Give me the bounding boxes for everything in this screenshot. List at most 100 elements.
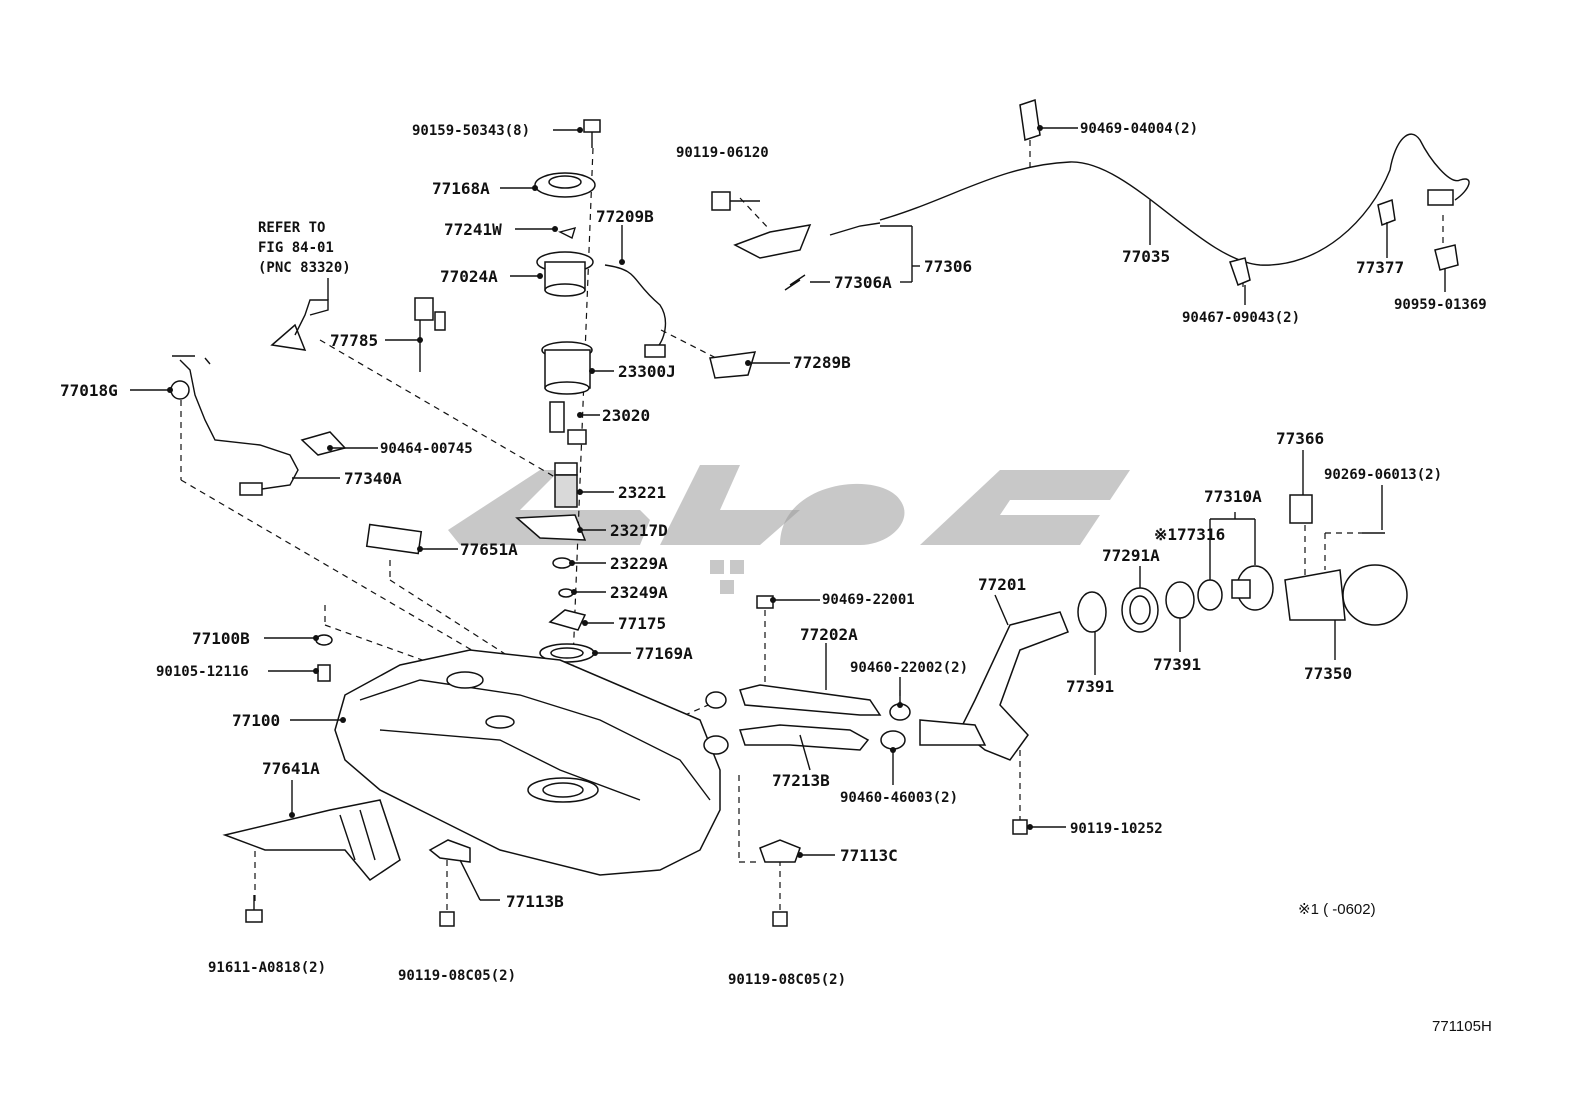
ring-77168A [534,172,596,198]
lid-77350 [1284,564,1408,626]
part-77366 [1289,494,1313,524]
footnote: ※1 ( -0602) [1298,901,1376,918]
bolt-90105 [317,664,331,682]
ring-77391-a [1077,591,1107,633]
label-90119-06120: 90119-06120 [676,145,769,161]
cap-77310A [1231,565,1274,611]
protector-77641A [222,799,401,881]
label-23217D: 23217D [610,521,668,540]
label-77213B: 77213B [772,771,830,790]
label-90959-01369: 90959-01369 [1394,297,1487,313]
label-77201: 77201 [978,575,1026,594]
label-77306: 77306 [924,257,972,276]
bolt-90119-08C05-b [772,911,788,927]
leader-lines [130,125,1446,901]
fuel-tank-77100 [334,649,721,876]
bolt-90119-10252 [1012,819,1028,835]
label-90467-09043: 90467-09043(2) [1182,310,1300,326]
label-23249A: 23249A [610,583,668,602]
label-90269-06013: 90269-06013(2) [1324,467,1442,483]
bracket-77113C [759,839,801,863]
label-90105-12116: 90105-12116 [156,664,249,680]
connector-77209B [644,344,666,358]
label-77391-b: 77391 [1153,655,1201,674]
pump-23300J [541,341,593,395]
bracket-77113B [428,839,471,863]
label-90460-46003: 90460-46003(2) [840,790,958,806]
hose-77213B [738,724,870,751]
label-77377: 77377 [1356,258,1404,277]
gauge-77785 [414,297,446,372]
hose-77202A [739,684,882,716]
label-77169A: 77169A [635,644,693,663]
clamp-hose-b [703,735,729,755]
note-refer-line2: FIG 84-01 [258,240,334,256]
clamp-90460-46003 [880,730,906,750]
label-77651A: 77651A [460,540,518,559]
label-77340A: 77340A [344,469,402,488]
clip-77289B [709,351,757,379]
label-90460-22002: 90460-22002(2) [850,660,968,676]
ring-77391-b [1165,581,1195,619]
label-90119-08C05-a: 90119-08C05(2) [398,968,516,984]
label-77291A: 77291A [1102,546,1160,565]
ring-77316 [1197,579,1223,611]
label-77168A: 77168A [432,179,490,198]
label-23229A: 23229A [610,554,668,573]
bolt-90119-08C05-a [439,911,455,927]
label-90464-00745: 90464-00745 [380,441,473,457]
refer-clip [294,299,329,336]
pump-23221 [554,462,578,508]
clamp-90467 [1229,257,1251,286]
label-90159-50343: 90159-50343(8) [412,123,530,139]
label-77350: 77350 [1304,664,1352,683]
label-77113C: 77113C [840,846,898,865]
bracket-refer [270,323,307,351]
labels: REFER TO FIG 84-01 (PNC 83320) 90159-503… [60,121,1492,1035]
label-77316: ※177316 [1154,525,1225,544]
label-77641A: 77641A [262,759,320,778]
clamp-90469-22001 [756,595,774,609]
label-23300J: 23300J [618,362,676,381]
bolt-90159 [583,119,601,148]
label-90119-10252: 90119-10252 [1070,821,1163,837]
label-77289B: 77289B [793,353,851,372]
label-77024A: 77024A [440,267,498,286]
label-77785: 77785 [330,331,378,350]
tube-77340A [170,355,299,496]
label-77306A: 77306A [834,273,892,292]
clip-77175 [548,609,587,631]
label-77241W: 77241W [444,220,502,239]
regulator-23020 [549,401,587,445]
label-77391-a: 77391 [1066,677,1114,696]
label-77310A: 77310A [1204,487,1262,506]
ring-23229A [552,557,572,569]
label-77035: 77035 [1122,247,1170,266]
label-77100B: 77100B [192,629,250,648]
clip-77377 [1377,198,1396,227]
sender-77024A [536,251,594,297]
label-77113B: 77113B [506,892,564,911]
clip-77241W [558,227,577,239]
label-77202A: 77202A [800,625,858,644]
lever-77306 [711,191,881,291]
figure-code: 771105H [1432,1018,1492,1035]
bolt-91611 [245,895,263,923]
clamp-90464 [300,431,347,456]
clamp-90469-04004 [1019,99,1041,141]
harness-77209B [604,264,667,351]
cable-77035 [879,133,1470,266]
clip-90959 [1434,244,1459,271]
label-77175: 77175 [618,614,666,633]
filler-pipe-77201 [919,611,1069,761]
label-77366: 77366 [1276,429,1324,448]
label-23221: 23221 [618,483,666,502]
label-90469-22001: 90469-22001 [822,592,915,608]
label-91611-A0818: 91611-A0818(2) [208,960,326,976]
label-77209B: 77209B [596,207,654,226]
label-77100: 77100 [232,711,280,730]
watermark-logo [448,465,1130,594]
label-77018G: 77018G [60,381,118,400]
